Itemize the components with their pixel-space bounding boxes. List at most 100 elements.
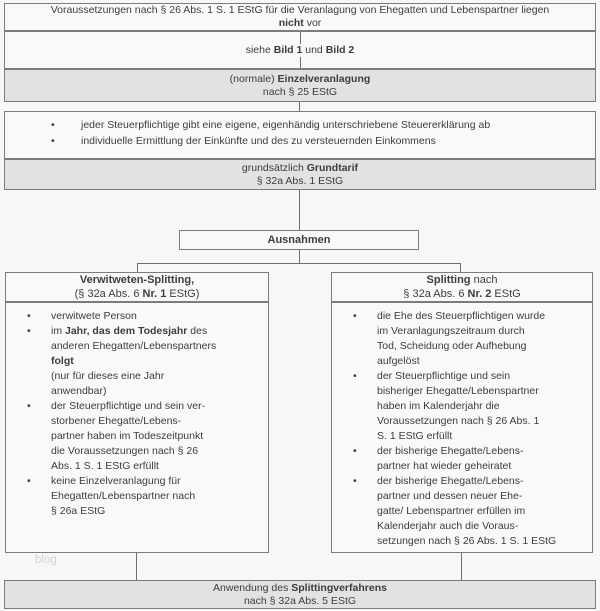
emphasis-text: Splittingverfahrens — [291, 581, 387, 594]
text-segment: § 32a Abs. 6 — [403, 288, 468, 300]
bullet-icon: • — [51, 119, 55, 131]
connector-line — [299, 250, 300, 263]
list-item: • individuelle Ermittlung der Einkünfte u… — [5, 133, 595, 149]
emphasis-text: Bild 1 — [273, 43, 303, 56]
node-grundtarif: grundsätzlich Grundtarif § 32a Abs. 1 ES… — [4, 159, 596, 190]
bullet-icon: • — [27, 310, 31, 322]
text-segment: der bisherige Ehegatte/Lebens- partner u… — [377, 475, 557, 547]
node-text-line: Ausnahmen — [267, 233, 331, 246]
text-segment: Anwendung des — [213, 581, 292, 594]
text-segment: (normale) — [229, 72, 278, 85]
connector-line — [136, 553, 137, 580]
emphasis-text: Grundtarif — [306, 161, 359, 174]
bullet-icon: • — [27, 400, 31, 412]
text-segment: grundsätzlich — [241, 161, 307, 174]
connector-line — [299, 102, 300, 111]
bullet-text: im Jahr, das dem Todesjahr des anderen E… — [51, 324, 216, 399]
emphasis-text: nicht — [278, 17, 304, 29]
text-segment: verwitwete Person — [51, 310, 137, 322]
node-text-line: siehe Bild 1 und Bild 2 — [239, 43, 361, 57]
bullet-icon: • — [27, 475, 31, 487]
bullet-text: keine Einzelveranlagung für Ehegatten/Le… — [51, 474, 195, 519]
text-segment: (§ 32a Abs. 6 — [74, 288, 143, 300]
list-item: •der bisherige Ehegatte/Lebens- partner … — [332, 444, 592, 474]
connector-line — [137, 263, 138, 272]
text-segment: des anderen Ehegatten/Lebenspartners — [51, 325, 217, 352]
text-segment: vor — [303, 17, 322, 29]
text-segment: und — [302, 43, 326, 56]
list-item: • der bisherige Ehegatte/Lebens- partner … — [332, 474, 592, 549]
node-ausnahmen: Ausnahmen — [179, 230, 419, 250]
bullet-text: der bisherige Ehegatte/Lebens- partner h… — [377, 444, 524, 474]
list-item: • der Steuerpflichtige und sein ver- stor… — [6, 399, 268, 474]
node-text-line: Anwendung des Splittingverfahrens — [213, 582, 387, 595]
bullet-text: verwitwete Person — [51, 309, 137, 324]
list-item: •im Jahr, das dem Todesjahr des anderen … — [6, 324, 268, 399]
connector-line — [461, 553, 462, 580]
text-segment: § 32a Abs. 1 EStG — [256, 174, 344, 187]
node-text-line: nicht vor — [279, 17, 322, 30]
node-text-line: Splitting nach — [427, 273, 498, 287]
node-splitting-header: Splitting nach § 32a Abs. 6 Nr. 2 EStG — [331, 272, 593, 302]
connector-line — [299, 190, 300, 230]
text-segment: EStG) — [166, 288, 200, 300]
text-segment: keine Einzelveranlagung für Ehegatten/Le… — [51, 475, 196, 517]
bullet-icon: • — [353, 370, 357, 382]
text-segment: der Steuerpflichtige und sein ver- storb… — [51, 400, 206, 472]
bullet-icon: • — [353, 475, 357, 487]
node-text-line: grundsätzlich Grundtarif — [242, 162, 358, 175]
text-segment: jeder Steuerpflichtige gibt eine eigene,… — [81, 119, 491, 131]
text-segment: im — [51, 325, 65, 337]
node-text-line: § 32a Abs. 6 Nr. 2 EStG — [403, 287, 520, 301]
text-segment: der bisherige Ehegatte/Lebens- partner h… — [377, 445, 524, 472]
connector-line — [460, 263, 461, 272]
bullet-text: der Steuerpflichtige und sein bisheriger… — [377, 369, 539, 444]
emphasis-text: Bild 2 — [325, 43, 355, 56]
list-item: • der Steuerpflichtige und sein bisherige… — [332, 369, 592, 444]
bullet-text: jeder Steuerpflichtige gibt eine eigene,… — [81, 117, 490, 133]
node-text-line: Voraussetzungen nach § 26 Abs. 1 S. 1 ES… — [51, 4, 550, 17]
node-siehe-bild: siehe Bild 1 und Bild 2 — [4, 31, 596, 69]
emphasis-text: Einzelveranlagung — [277, 72, 371, 85]
node-verwitweten-splitting-header: Verwitweten-Splitting, (§ 32a Abs. 6 Nr.… — [5, 272, 269, 302]
emphasis-text: folgt — [51, 355, 74, 367]
text-segment: (nur für dieses eine Jahr anwendbar) — [51, 370, 165, 397]
text-segment: siehe — [245, 43, 274, 56]
bullet-icon: • — [51, 135, 55, 147]
bullet-icon: • — [353, 310, 357, 322]
list-item: • die Ehe des Steuerpflichtigen wurde im … — [332, 309, 592, 369]
node-einzelveranlagung: (normale) Einzelveranlagung nach § 25 ES… — [4, 69, 596, 102]
node-text-line: § 32a Abs. 1 EStG — [257, 175, 343, 188]
text-segment: der Steuerpflichtige und sein bisheriger… — [377, 370, 540, 442]
bullet-text: der bisherige Ehegatte/Lebens- partner u… — [377, 474, 556, 549]
node-voraussetzungen: Voraussetzungen nach § 26 Abs. 1 S. 1 ES… — [4, 3, 596, 31]
watermark: blog — [35, 554, 57, 566]
branch-line — [137, 263, 461, 264]
emphasis-text: Nr. 2 — [467, 288, 492, 300]
text-segment: nach § 25 EStG — [262, 85, 338, 98]
text-segment: EStG — [491, 288, 521, 300]
list-item: • jeder Steuerpflichtige gibt eine eigene… — [5, 117, 595, 133]
node-text-line: nach § 25 EStG — [263, 86, 337, 99]
node-splittingverfahren: Anwendung des Splittingverfahrens nach §… — [4, 580, 596, 609]
bullet-text: der Steuerpflichtige und sein ver- storb… — [51, 399, 205, 474]
text-segment: nach — [470, 274, 498, 286]
emphasis-text: Verwitweten-Splitting, — [79, 274, 195, 286]
bullet-text: individuelle Ermittlung der Einkünfte un… — [81, 133, 436, 149]
text-segment: individuelle Ermittlung der Einkünfte un… — [81, 135, 436, 147]
node-splitting-details: • die Ehe des Steuerpflichtigen wurde im … — [331, 302, 593, 553]
node-text-line: (§ 32a Abs. 6 Nr. 1 EStG) — [75, 287, 200, 301]
emphasis-text: Jahr, das dem Todesjahr — [65, 325, 188, 337]
emphasis-text: Nr. 1 — [142, 288, 167, 300]
list-item: • keine Einzelveranlagung für Ehegatten/L… — [6, 474, 268, 519]
text-segment: die Ehe des Steuerpflichtigen wurde im V… — [377, 310, 546, 367]
node-text-line: Verwitweten-Splitting, — [80, 273, 194, 287]
node-einzelveranlagung-details: • jeder Steuerpflichtige gibt eine eigene… — [4, 111, 596, 159]
bullet-text: die Ehe des Steuerpflichtigen wurde im V… — [377, 309, 545, 369]
text-segment: nach § 32a Abs. 5 EStG — [243, 594, 357, 607]
list-item: • verwitwete Person — [6, 309, 268, 324]
emphasis-text: Splitting — [426, 274, 471, 286]
node-text-line: nach § 32a Abs. 5 EStG — [244, 595, 356, 608]
node-verwitweten-splitting-details: •verwitwete Person•im Jahr, das dem Tode… — [5, 302, 269, 553]
